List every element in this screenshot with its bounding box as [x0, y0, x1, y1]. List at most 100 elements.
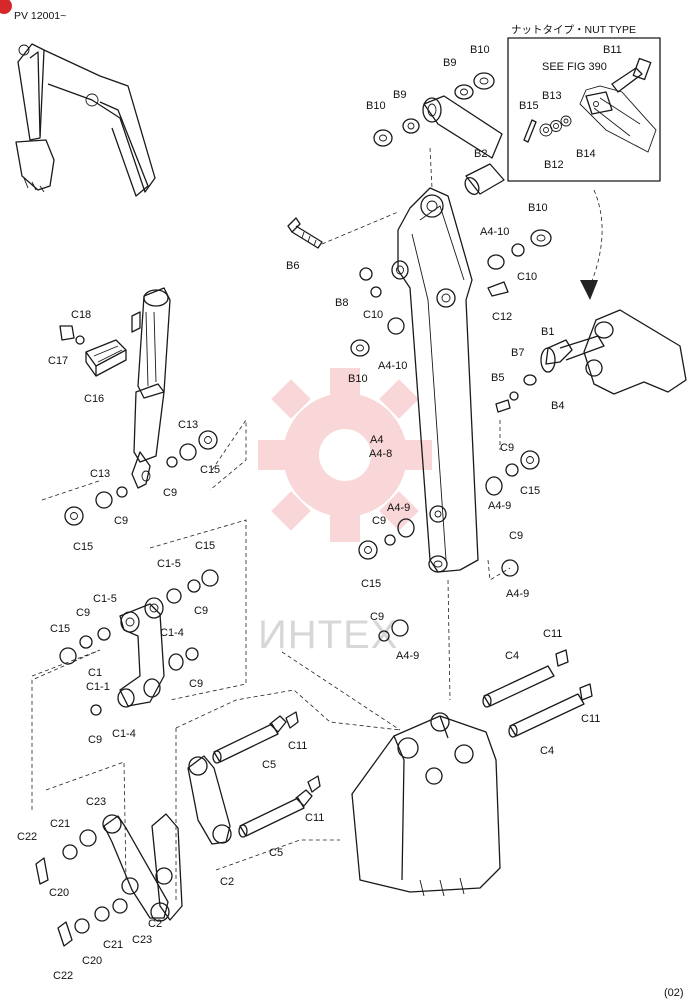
corner-badge [0, 0, 12, 14]
label-c1-4: C1-4 [160, 627, 184, 639]
label-c23: C23 [132, 934, 152, 946]
label-c1-1: C1-1 [86, 681, 110, 693]
label-c22: C22 [17, 831, 37, 843]
label-a4-8: A4-8 [369, 448, 392, 460]
label-b12: B12 [544, 159, 564, 171]
bolt-b6 [287, 217, 323, 249]
label-c15: C15 [361, 578, 381, 590]
label-b9: B9 [443, 57, 456, 69]
label-c4: C4 [540, 745, 554, 757]
pin-b1-assembly [495, 309, 687, 413]
label-c20: C20 [49, 887, 69, 899]
label-c10: C10 [517, 271, 537, 283]
label-a4-10: A4-10 [378, 360, 407, 372]
label-c13: C13 [178, 419, 198, 431]
label-c22: C22 [53, 970, 73, 982]
label-a4-9: A4-9 [387, 502, 410, 514]
bucket [351, 712, 501, 897]
label-c15: C15 [520, 485, 540, 497]
gear-logo-hole [319, 429, 371, 481]
label-c11: C11 [288, 740, 307, 752]
excavator-thumbnail [15, 43, 156, 197]
label-b15: B15 [519, 100, 539, 112]
label-c5: C5 [269, 847, 283, 859]
label-c1-5: C1-5 [157, 558, 181, 570]
label-c11: C11 [543, 628, 562, 640]
label-b2: B2 [474, 148, 487, 160]
label-b1: B1 [541, 326, 554, 338]
corner-mark: (02) [664, 987, 684, 999]
block-c16 [59, 325, 127, 377]
label-c15: C15 [200, 464, 220, 476]
label-c13: C13 [90, 468, 110, 480]
label-b13: B13 [542, 90, 562, 102]
label-c15: C15 [50, 623, 70, 635]
label-b7: B7 [511, 347, 524, 359]
inset-arrow [589, 189, 603, 287]
label-c9: C9 [114, 515, 128, 527]
label-c1-4: C1-4 [112, 728, 136, 740]
label-b6: B6 [286, 260, 299, 272]
boom-pin-group [373, 72, 552, 247]
label-c4: C4 [505, 650, 519, 662]
label-c2: C2 [220, 876, 234, 888]
label-c9: C9 [370, 611, 384, 623]
label-b11: B11 [603, 44, 622, 56]
pins-c4-c5 [212, 649, 593, 838]
label-c9: C9 [194, 605, 208, 617]
links-c2 [35, 755, 232, 947]
label-c11: C11 [305, 812, 324, 824]
label-c17: C17 [48, 355, 68, 367]
arm-boom [350, 187, 525, 573]
label-c16: C16 [84, 393, 104, 405]
dashed-guides [31, 147, 511, 900]
label-c9: C9 [88, 734, 102, 746]
label-b10: B10 [470, 44, 490, 56]
label-c1: C1 [88, 667, 102, 679]
label-a4-10: A4-10 [480, 226, 509, 238]
label-b14: B14 [576, 148, 596, 160]
label-b10: B10 [348, 373, 368, 385]
label-c1-5: C1-5 [93, 593, 117, 605]
label-c12: C12 [492, 311, 512, 323]
label-c15: C15 [73, 541, 93, 553]
washer-stack-left [64, 430, 540, 642]
label-c9: C9 [500, 442, 514, 454]
label-a4: A4 [370, 434, 383, 446]
watermark [258, 368, 432, 542]
label-c9: C9 [509, 530, 523, 542]
gear-logo-icon [258, 368, 432, 542]
nut-type-title: ナットタイプ・NUT TYPE [511, 24, 636, 36]
nut-type-inset: ナットタイプ・NUT TYPE SEE FIG 390 [507, 24, 661, 182]
label-b9: B9 [393, 89, 406, 101]
label-c9: C9 [163, 487, 177, 499]
label-b4: B4 [551, 400, 564, 412]
see-fig-label: SEE FIG 390 [542, 61, 607, 73]
label-c23: C23 [86, 796, 106, 808]
label-c9: C9 [76, 607, 90, 619]
label-c5: C5 [262, 759, 276, 771]
label-b10: B10 [366, 100, 386, 112]
serial-range-label: PV 12001~ [14, 10, 66, 22]
label-c18: C18 [71, 309, 91, 321]
label-c21: C21 [50, 818, 70, 830]
watermark-text: ИНТЕХ [258, 613, 398, 657]
label-c10: C10 [363, 309, 383, 321]
label-b8: B8 [335, 297, 348, 309]
label-a4-9: A4-9 [396, 650, 419, 662]
label-b5: B5 [491, 372, 504, 384]
inset-arrowhead [580, 280, 598, 300]
link-c1 [59, 569, 219, 716]
label-c15: C15 [195, 540, 215, 552]
label-a4-9: A4-9 [506, 588, 529, 600]
label-c11: C11 [581, 713, 600, 725]
label-c21: C21 [103, 939, 123, 951]
label-c9: C9 [372, 515, 386, 527]
label-c2: C2 [148, 918, 162, 930]
label-c20: C20 [82, 955, 102, 967]
label-b10: B10 [528, 202, 548, 214]
label-c9: C9 [189, 678, 203, 690]
label-a4-9: A4-9 [488, 500, 511, 512]
